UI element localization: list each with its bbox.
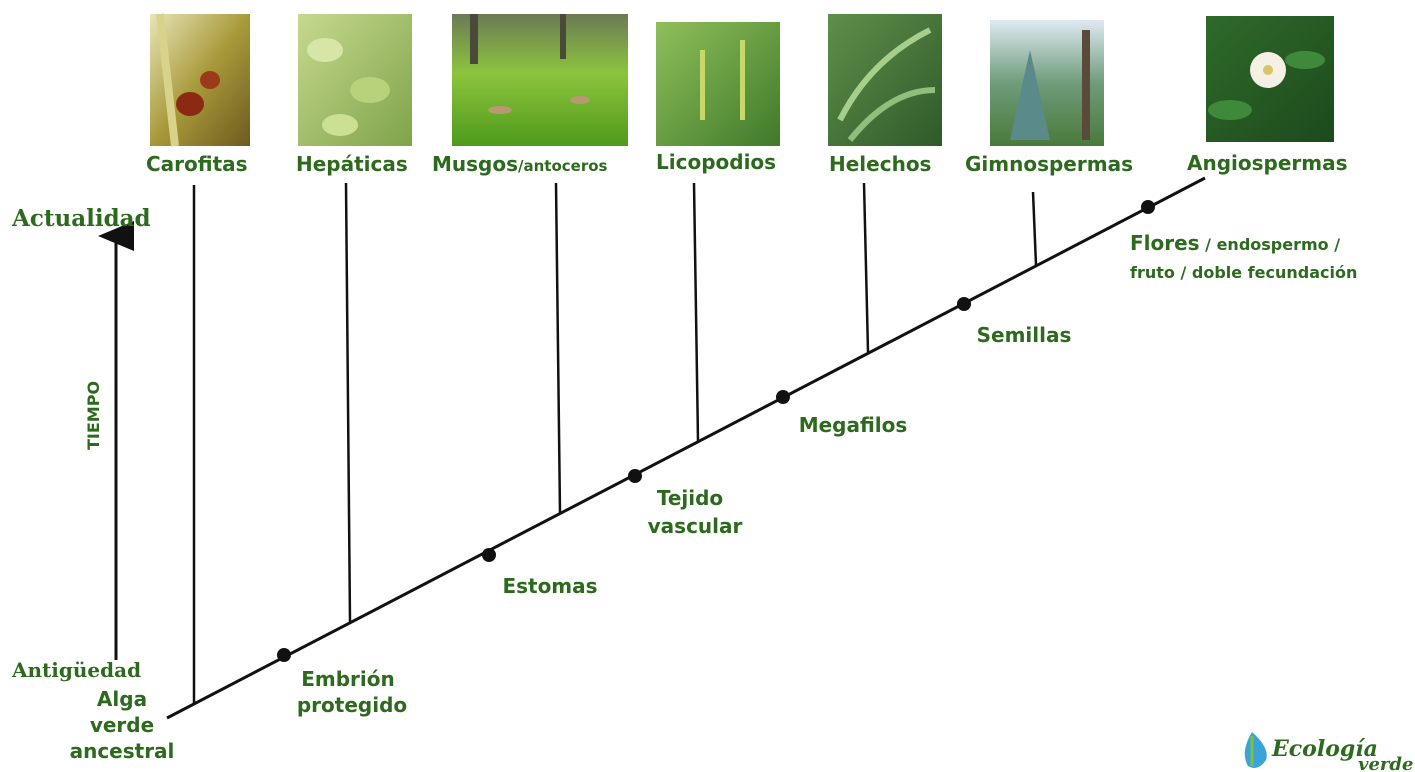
branch-musgos (556, 183, 560, 513)
node-semillas (957, 297, 971, 311)
node-flores (1141, 200, 1155, 214)
trait-label-embrion: Embriónprotegido (297, 667, 407, 717)
moss-photo (452, 14, 628, 146)
fern-photo (828, 14, 942, 146)
liverwort-photo (298, 14, 412, 146)
conifer-photo (990, 20, 1104, 146)
branch-helechos (864, 183, 868, 352)
leaf-drop-icon (1245, 732, 1267, 768)
time-axis-top-label: Actualidad (11, 205, 151, 232)
node-megafilos (776, 390, 790, 404)
taxon-label-musgos: Musgos/antoceros (432, 152, 608, 176)
taxon-label-carofitas: Carofitas (146, 152, 248, 176)
main-lineage-line (167, 178, 1205, 718)
magnolia-flower-photo (1206, 16, 1334, 142)
taxon-label-gimnospermas: Gimnospermas (965, 152, 1133, 176)
branch-licopodios (694, 183, 698, 441)
clubmoss-photo (656, 22, 780, 146)
time-axis-bottom-label: Antigüedad (11, 658, 141, 682)
taxon-label-hepaticas: Hepáticas (296, 152, 408, 176)
root-label: Algaverdeancestral (70, 687, 175, 763)
node-tejido-vascular (628, 469, 642, 483)
node-embrion (277, 648, 291, 662)
trait-label-megafilos: Megafilos (799, 413, 908, 437)
trait-label-estomas: Estomas (502, 574, 597, 598)
trait-label-flores: Flores / endospermo / fruto / doble fecu… (1130, 231, 1357, 282)
node-estomas (482, 548, 496, 562)
taxon-label-angiospermas: Angiospermas (1187, 151, 1348, 175)
branch-lines (194, 183, 1036, 703)
taxon-label-helechos: Helechos (829, 152, 931, 176)
trait-label-tejido-vascular: Tejidovascular (648, 486, 743, 538)
branch-gimnospermas (1033, 192, 1036, 265)
time-axis-middle-label: TIEMPO (84, 381, 103, 450)
ecologia-verde-logo: Ecología verde (1245, 732, 1414, 772)
trait-label-semillas: Semillas (977, 323, 1072, 347)
logo-subtext: verde (1358, 754, 1413, 772)
branch-hepaticas (346, 183, 350, 622)
charophyte-photo (150, 14, 250, 146)
taxon-label-licopodios: Licopodios (656, 150, 776, 174)
